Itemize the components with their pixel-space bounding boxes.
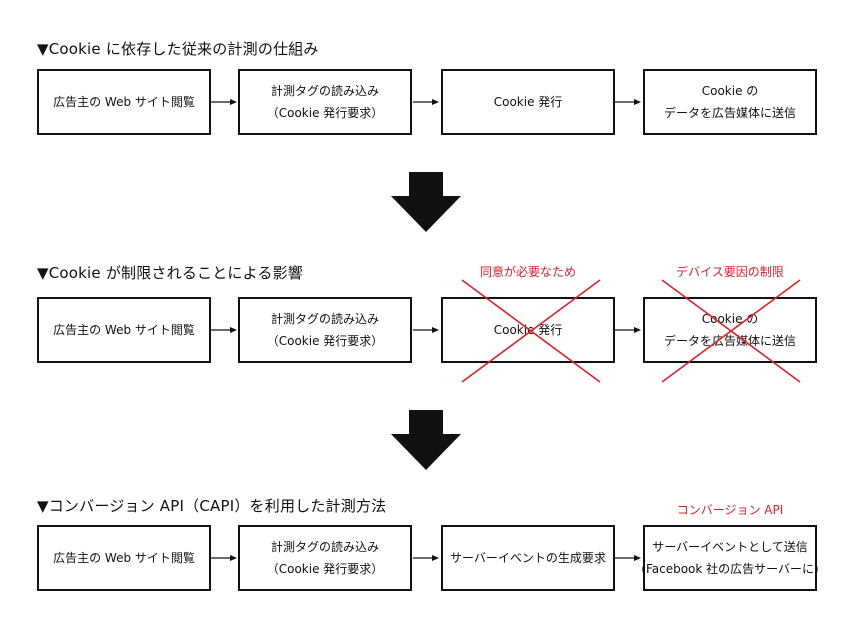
s2-arrow-1 — [211, 327, 237, 333]
section-2-title: ▼Cookie が制限されることによる影響 — [37, 264, 303, 282]
s3-box-tag-load: 計測タグの読み込み （Cookie 発行要求） — [238, 525, 412, 591]
s3-arrow-1 — [211, 555, 237, 561]
s2-box-send-data-line-2: データを広告媒体に送信 — [663, 334, 796, 348]
big-down-arrow-2 — [391, 410, 461, 470]
big-down-arrow-1 — [391, 172, 461, 232]
s1-arrow-2 — [413, 99, 439, 105]
s2-box-send-data: Cookie の データを広告媒体に送信 — [643, 297, 817, 363]
s2-box-send-data-line-1: Cookie の — [701, 312, 759, 326]
s1-box-site-visit-line-1: 広告主の Web サイト閲覧 — [53, 95, 195, 109]
s3-box-server-event-request-line-1: サーバーイベントの生成要求 — [450, 551, 606, 565]
s2-box-tag-load-line-2: （Cookie 発行要求） — [266, 334, 384, 348]
s1-box-cookie-issue: Cookie 発行 — [441, 69, 615, 135]
s3-arrow-3 — [615, 555, 641, 561]
s3-box-site-visit: 広告主の Web サイト閲覧 — [37, 525, 211, 591]
s1-box-tag-load: 計測タグの読み込み （Cookie 発行要求） — [238, 69, 412, 135]
s1-box-send-data: Cookie の データを広告媒体に送信 — [643, 69, 817, 135]
s2-box-tag-load: 計測タグの読み込み （Cookie 発行要求） — [238, 297, 412, 363]
s1-box-tag-load-line-1: 計測タグの読み込み — [270, 84, 379, 98]
s3-box-server-event-request: サーバーイベントの生成要求 — [441, 525, 615, 591]
s2-box-tag-load-line-1: 計測タグの読み込み — [270, 312, 379, 326]
s1-box-cookie-issue-line-1: Cookie 発行 — [493, 95, 563, 109]
note-device-restriction: デバイス要因の制限 — [676, 265, 784, 279]
s2-box-cookie-issue-line-1: Cookie 発行 — [493, 323, 563, 337]
section-3-title: ▼コンバージョン API（CAPI）を利用した計測方法 — [37, 497, 387, 515]
note-conversion-api: コンバージョン API — [676, 503, 784, 517]
s2-box-site-visit-line-1: 広告主の Web サイト閲覧 — [53, 323, 195, 337]
note-consent-required: 同意が必要なため — [479, 265, 576, 279]
s1-box-send-data-line-1: Cookie の — [701, 84, 759, 98]
s2-box-cookie-issue: Cookie 発行 — [441, 297, 615, 363]
s1-arrow-3 — [615, 99, 641, 105]
s1-box-tag-load-line-2: （Cookie 発行要求） — [266, 106, 384, 120]
s1-box-site-visit: 広告主の Web サイト閲覧 — [37, 69, 211, 135]
section-1-title: ▼Cookie に依存した従来の計測の仕組み — [37, 40, 319, 58]
s3-box-tag-load-line-2: （Cookie 発行要求） — [266, 562, 384, 576]
s3-box-tag-load-line-1: 計測タグの読み込み — [270, 540, 379, 554]
s3-box-server-event-send-line-1: サーバーイベントとして送信 — [652, 540, 808, 554]
s2-box-site-visit: 広告主の Web サイト閲覧 — [37, 297, 211, 363]
s2-arrow-3 — [615, 327, 641, 333]
s3-box-server-event-send: サーバーイベントとして送信 (Facebook 社の広告サーバーに) — [641, 525, 819, 591]
s3-box-server-event-send-line-2: (Facebook 社の広告サーバーに) — [641, 562, 819, 576]
s2-arrow-2 — [413, 327, 439, 333]
s1-box-send-data-line-2: データを広告媒体に送信 — [663, 106, 796, 120]
s3-box-site-visit-line-1: 広告主の Web サイト閲覧 — [53, 551, 195, 565]
s3-arrow-2 — [413, 555, 439, 561]
s1-arrow-1 — [211, 99, 237, 105]
